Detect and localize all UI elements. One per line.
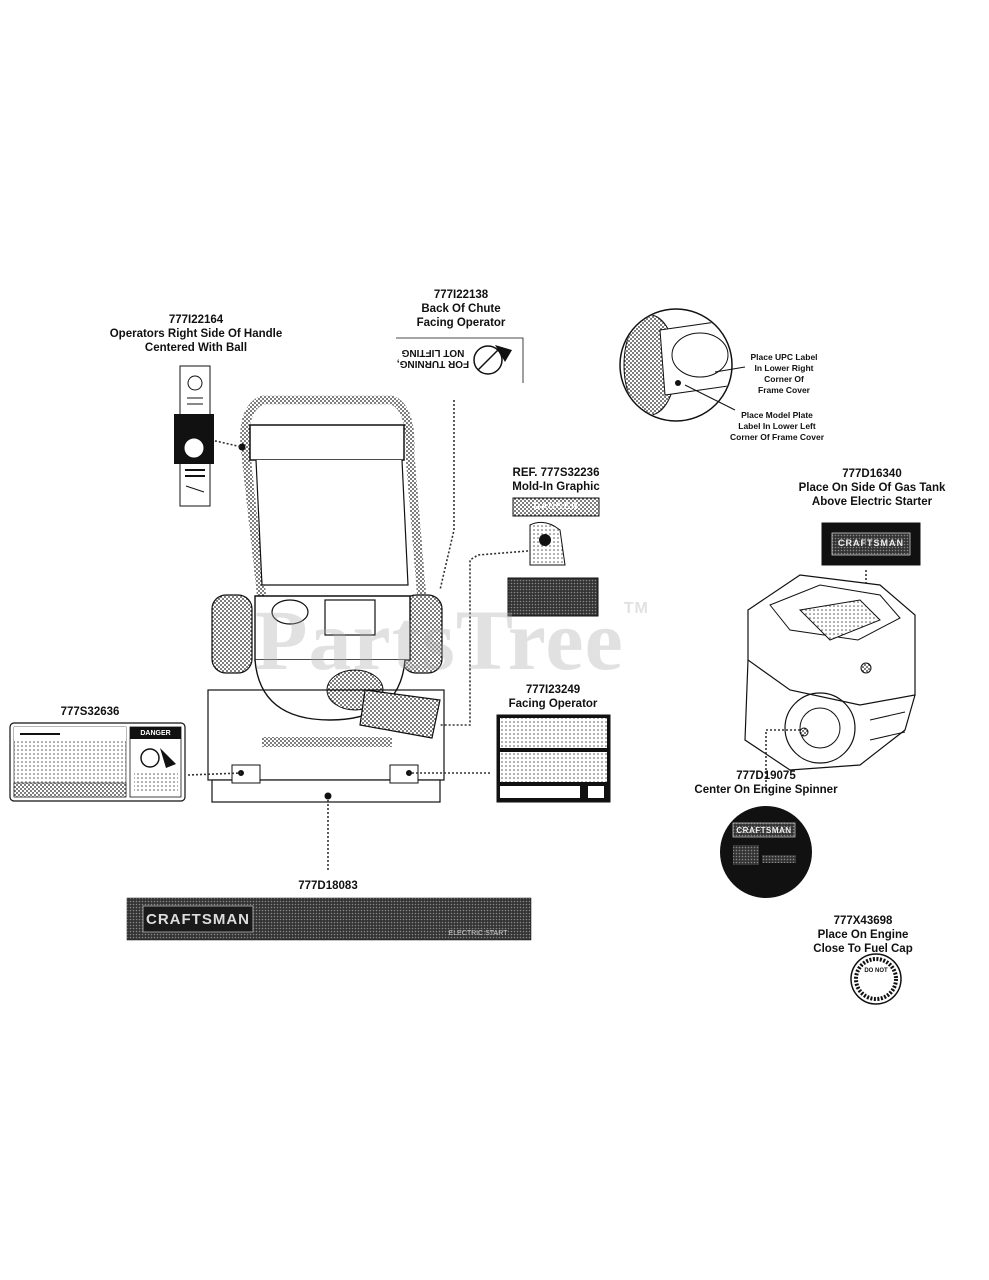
spinner-decal-brand: CRAFTSMAN [736, 826, 792, 835]
label-mold: REF. 777S32236 Mold-In Graphic [488, 466, 624, 494]
inset-note-upc: Place UPC Label In Lower Right Corner Of… [750, 352, 818, 395]
frame-decal-brand: CRAFTSMAN [146, 911, 250, 928]
watermark: PartsTreeTM [255, 592, 649, 688]
warning-decal-left [9, 722, 186, 802]
label-left-decal: 777S32636 [30, 705, 150, 719]
spinner-decal [720, 806, 812, 898]
label-gas-tank: 777D16340 Place On Side Of Gas Tank Abov… [780, 467, 964, 509]
left-decal-danger-text: DANGER [140, 730, 171, 737]
chute-decal [396, 337, 524, 383]
part-number-chute: 777I22138 [433, 289, 489, 301]
inset-note-model: Place Model Plate Label In Lower Left Co… [730, 410, 824, 442]
gas-tank-decal-brand: CRAFTSMAN [838, 538, 904, 548]
label-fuel-cap: 777X43698 Place On Engine Close To Fuel … [800, 914, 926, 956]
part-number-frame: 777D18083 [298, 880, 358, 892]
label-chute: 777I22138 Back Of Chute Facing Operator [396, 288, 526, 330]
part-number-mold: REF. 777S32236 [512, 467, 600, 479]
label-frame: 777D18083 [268, 879, 388, 893]
label-spinner: 777D19075 Center On Engine Spinner [676, 769, 856, 797]
chute-warning-text: FOR TURNING, NOT LIFTING [396, 347, 470, 369]
fuel-cap-decal: DO NOT [850, 953, 902, 1005]
part-number-fuel-cap: 777X43698 [833, 915, 893, 927]
mold-in-danger-text: DANGER [533, 501, 579, 511]
engine-illustration [744, 574, 916, 771]
frame-decal: CRAFTSMAN ELECTRIC START [126, 897, 532, 941]
frame-decal-electric-start: ELECTRIC START [449, 930, 509, 937]
label-operator: 777I23249 Facing Operator [488, 683, 618, 711]
label-handle: 777I22164 Operators Right Side Of Handle… [96, 313, 296, 355]
mold-in-decal [507, 497, 600, 617]
part-number-handle: 777I22164 [168, 314, 224, 326]
part-number-spinner: 777D19075 [736, 770, 796, 782]
part-number-operator: 777I23249 [525, 684, 581, 696]
operator-instruction-decal [496, 714, 611, 803]
handle-decal [174, 365, 214, 507]
part-number-left-decal: 777S32636 [60, 706, 120, 718]
snow-thrower-illustration [207, 395, 445, 803]
gas-tank-decal [821, 522, 921, 566]
fuel-cap-text: DO NOT [864, 968, 888, 974]
part-number-gas-tank: 777D16340 [842, 468, 902, 480]
leader-lines [187, 400, 867, 872]
frame-cover-inset [619, 308, 746, 422]
